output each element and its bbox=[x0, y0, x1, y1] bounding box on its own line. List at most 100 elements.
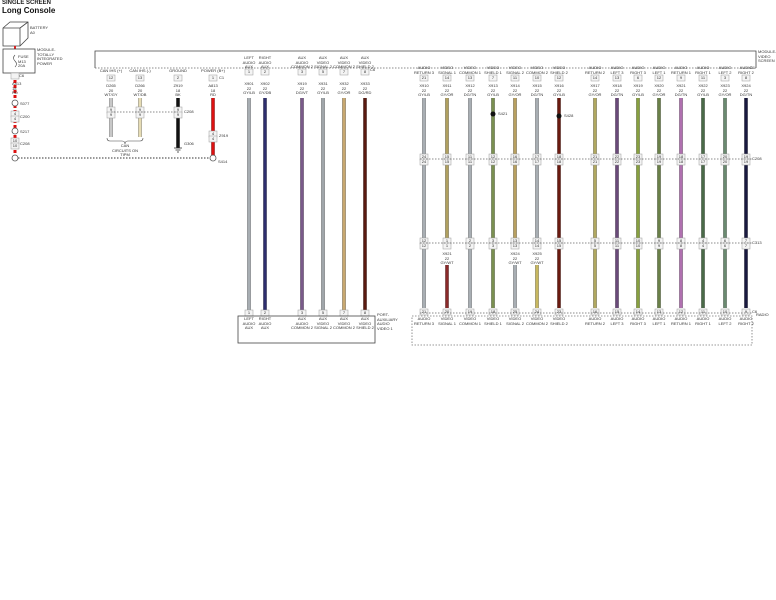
video-top-label-2: VIDEO COMMON 1 bbox=[459, 65, 481, 75]
pin-c313-b bbox=[510, 242, 520, 250]
connector-label: C200 bbox=[20, 114, 30, 119]
circuit-label: Z919 18 BK bbox=[173, 83, 183, 97]
pin-number: 9 bbox=[657, 243, 661, 248]
splice-s414 bbox=[209, 154, 217, 162]
pin-c1 bbox=[173, 74, 183, 82]
aux-top-label-4: AUX VIDEO COMMON 2 bbox=[333, 55, 355, 69]
battery-label: BATTERY A0 bbox=[30, 25, 49, 35]
pin-number: 18 bbox=[490, 309, 496, 314]
pin-label-1: CAN IHS (-) bbox=[129, 68, 151, 73]
video-top-label-7: AUDIO RETURN 2 bbox=[584, 65, 605, 75]
pin-number: 3 bbox=[723, 75, 727, 80]
ground-label: G306 bbox=[184, 141, 194, 146]
pin-number: 18 bbox=[678, 159, 684, 164]
pin-number: 21 bbox=[592, 154, 598, 159]
pin-number: 9 bbox=[109, 107, 113, 112]
pin-c1 bbox=[106, 74, 116, 82]
pin-number: 1 bbox=[247, 69, 251, 74]
pin-c6 bbox=[488, 308, 498, 316]
pin-number: 7 bbox=[491, 75, 495, 80]
pin-number: 8 bbox=[679, 238, 683, 243]
pin-c208-b bbox=[465, 158, 475, 166]
pin-c6 bbox=[633, 308, 643, 316]
pin-number: 9 bbox=[138, 107, 142, 112]
connector-label: C208 bbox=[752, 156, 762, 161]
video-top-label-6: VIDEO SHIELD 2 bbox=[550, 65, 568, 75]
pin-number: 20 bbox=[722, 159, 728, 164]
pin-c1 bbox=[419, 74, 429, 82]
pin-number: 3 bbox=[300, 310, 304, 315]
video-top-label-13: AUDIO LEFT 2 bbox=[718, 65, 732, 75]
circuit-label: D265 20 WT/GY bbox=[104, 83, 118, 97]
pin-number: 21 bbox=[592, 159, 598, 164]
splice-label: S077 bbox=[20, 101, 30, 106]
circuit-label: X924 22 GY/WT bbox=[508, 251, 522, 265]
pin-number: 6 bbox=[723, 243, 727, 248]
pin-number: 5 bbox=[321, 69, 325, 74]
pin-number: 18 bbox=[678, 154, 684, 159]
fuse-label: FUSE M13 20A bbox=[18, 54, 29, 68]
pin-number: 4 bbox=[701, 243, 705, 248]
pin-c1 bbox=[465, 74, 475, 82]
pin-c6 bbox=[554, 308, 564, 316]
pin-number: 13 bbox=[512, 238, 518, 243]
circuit-label: A813 18 RD bbox=[208, 83, 218, 97]
pin-c313-b bbox=[465, 242, 475, 250]
pin-number: 9 bbox=[744, 309, 748, 314]
video-bottom-label-4: VIDEO SIGNAL 2 bbox=[506, 316, 524, 326]
pin-c313-b bbox=[741, 242, 751, 250]
video-bottom-label-1: VIDEO SIGNAL 1 bbox=[438, 316, 456, 326]
can-brace bbox=[106, 137, 144, 145]
video-bottom-label-11: AUDIO RETURN 1 bbox=[670, 316, 691, 326]
pin-number: 15 bbox=[556, 243, 562, 248]
pin-number: 14 bbox=[444, 75, 450, 80]
pin-number: 16 bbox=[592, 309, 598, 314]
video-bottom-label-3: VIDEO SHIELD 1 bbox=[484, 316, 502, 326]
page-title: Long Console bbox=[2, 6, 56, 15]
pin-number: 2 bbox=[263, 69, 267, 74]
pin-c1 bbox=[510, 74, 520, 82]
pin-number: 21 bbox=[421, 75, 427, 80]
pin-number: 11 bbox=[700, 309, 706, 314]
aux-top-label-2: AUX AUDIO COMMON 2 bbox=[291, 55, 313, 69]
circuit-label: X923 22 GY/OR bbox=[718, 83, 732, 97]
video-top-label-5: VIDEO COMMON 2 bbox=[526, 65, 548, 75]
pin-number: 5 bbox=[321, 310, 325, 315]
pin-c6 bbox=[339, 68, 349, 76]
pin-number: 9 bbox=[679, 75, 683, 80]
video-bottom-label-9: AUDIO RIGHT 3 bbox=[630, 316, 646, 326]
aux-bottom-label-2: AUX AUDIO COMMON 2 bbox=[291, 316, 313, 330]
video-top-label-1: VIDEO SIGNAL 1 bbox=[438, 65, 456, 75]
pin-number: 14 bbox=[534, 238, 540, 243]
connector-label: C313 bbox=[752, 240, 762, 245]
pin-number: 19 bbox=[467, 309, 473, 314]
pin-number: 8 bbox=[363, 310, 367, 315]
pin-c1 bbox=[654, 74, 664, 82]
pin-c208-b bbox=[720, 158, 730, 166]
pin-c6 bbox=[442, 308, 452, 316]
aux-bottom-label-0: LEFT AUDIO AUX bbox=[242, 316, 256, 330]
connector-label: C208 bbox=[20, 141, 30, 146]
pin-number: 19 bbox=[743, 159, 749, 164]
pin-number: 23 bbox=[635, 154, 641, 159]
circuit-label: X919 22 DG/VT bbox=[295, 81, 309, 95]
pin-number: 17 bbox=[700, 159, 706, 164]
aux-bottom-label-1: RIGHT AUDIO AUX bbox=[258, 316, 272, 330]
pin-c6 bbox=[741, 308, 751, 316]
pin-number: 19 bbox=[656, 154, 662, 159]
pin-number: 10 bbox=[12, 138, 18, 143]
video-top-label-12: AUDIO RIGHT 1 bbox=[695, 65, 711, 75]
pin-c1 bbox=[208, 74, 218, 82]
circuit-label: X921 22 DG/TN bbox=[674, 83, 688, 97]
pin-number: 4 bbox=[211, 136, 215, 141]
pin-c6 bbox=[360, 68, 370, 76]
circuit-label: X922 22 GY/LB bbox=[697, 83, 709, 97]
pin-number: 12 bbox=[108, 75, 114, 80]
circuit-label: X917 22 GY/OR bbox=[588, 83, 602, 97]
video-bottom-label-5: VIDEO COMMON 2 bbox=[526, 316, 548, 326]
pin-c1 bbox=[676, 74, 686, 82]
pin-c208-b bbox=[510, 158, 520, 166]
pin-number: 15 bbox=[444, 159, 450, 164]
video-bottom-label-12: AUDIO RIGHT 1 bbox=[695, 316, 711, 326]
